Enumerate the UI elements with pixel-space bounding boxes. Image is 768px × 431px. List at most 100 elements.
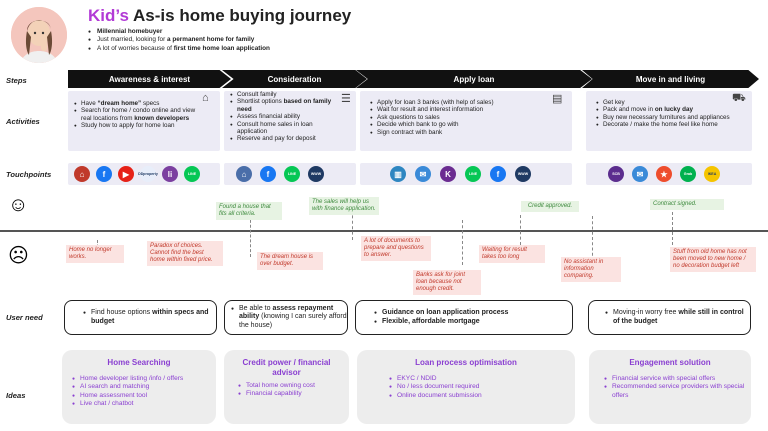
idea-title: Home Searching [107, 358, 171, 367]
persona-avatar [11, 7, 67, 63]
activity-item: Have “dream home” specs [74, 100, 196, 108]
activity-item: Consult family [230, 91, 338, 99]
lifestyle-app-icon: li [162, 166, 178, 182]
emotion-curve-segment [462, 220, 463, 265]
idea-engagement: Engagement solution Financial service wi… [589, 350, 751, 424]
persona-item: A lot of worries because of first time h… [88, 45, 270, 54]
activity-item: Ask questions to sales [370, 114, 550, 122]
email-icon: ✉ [415, 166, 431, 182]
idea-item: Online document submission [389, 392, 565, 401]
web-icon: WWW [515, 166, 531, 182]
title-highlight: Kid’s [88, 6, 129, 25]
negative-note: The dream house is over budget. [257, 252, 323, 270]
positive-note: Found a house that fits all criteria. [216, 202, 282, 220]
title-rest: As-is home buying journey [128, 6, 352, 25]
positive-note: The sales will help us with finance appl… [309, 197, 379, 215]
idea-item: Home assessment tool [72, 392, 212, 401]
negative-note: No assistant in information comparing. [561, 257, 621, 282]
bank-icon: ▥ [390, 166, 406, 182]
negative-note: Paradox of choices. Cannot find the best… [147, 241, 223, 266]
user-need-awareness: Find house options within specs and budg… [64, 300, 217, 335]
idea-item: No / less document required [389, 383, 565, 392]
user-need-item: Moving-in worry free while still in cont… [605, 309, 750, 326]
step-move-in: Move in and living [582, 70, 759, 88]
emotion-curve-segment [592, 216, 593, 261]
activity-item: Decorate / make the home feel like home [596, 121, 742, 129]
user-need-move-in: Moving-in worry free while still in cont… [588, 300, 751, 335]
row-label-user-need: User need [6, 313, 43, 322]
activity-item: Search for home / condo online and view … [74, 107, 196, 122]
line-icon: LINE [284, 166, 300, 182]
bank-app-icon: K [440, 166, 456, 182]
step-label: Apply loan [453, 74, 495, 84]
line-icon: LINE [465, 166, 481, 182]
idea-loan-process: Loan process optimisation EKYC / NDID No… [357, 350, 575, 424]
activity-item: Reserve and pay for deposit [230, 135, 338, 143]
activities-apply-loan: Apply for loan 3 banks (with help of sal… [360, 91, 572, 151]
positive-note: Credit approved. [521, 201, 579, 212]
page-title: Kid’s As-is home buying journey [88, 6, 351, 26]
user-need-item: Find house options within specs and budg… [83, 309, 216, 326]
user-need-item: Guidance on loan application process [374, 309, 508, 318]
activities-consideration: Consult family Shortlist options based o… [224, 91, 356, 151]
row-label-touchpoints: Touchpoints [6, 170, 52, 179]
negative-note: A lot of documents to prepare and questi… [361, 236, 431, 261]
step-consideration: Consideration [222, 70, 367, 88]
facebook-icon: f [96, 166, 112, 182]
emotion-curve-segment [250, 215, 251, 257]
activities-move-in: Get key Pack and move in on lucky day Bu… [586, 91, 752, 151]
activity-item: Consult home sales in loan application [230, 121, 338, 136]
row-label-ideas: Ideas [6, 391, 26, 400]
idea-item: Financial service with special offers [604, 375, 746, 384]
home-portal-icon: ⌂ [74, 166, 90, 182]
idea-item: Recommended service providers with speci… [604, 383, 746, 400]
bank-app-icon: SCB [608, 166, 624, 182]
checklist-icon: ☰ [341, 93, 351, 105]
idea-item: Home developer listing /info / offers [72, 375, 212, 384]
shopping-app-icon: ★ [656, 166, 672, 182]
happy-face-icon: ☺ [8, 194, 29, 216]
persona-item: Millennial homebuyer [88, 28, 270, 37]
activity-item: Assess financial ability [230, 113, 338, 121]
step-awareness: Awareness & interest [68, 70, 231, 88]
idea-title: Credit power / financial advisor [242, 358, 331, 377]
line-icon: LINE [184, 166, 200, 182]
idea-item: Financial capability [238, 390, 346, 399]
user-need-item: Flexible, affordable mortgage [374, 318, 508, 327]
activity-item: Wait for result and interest information [370, 106, 550, 114]
developer-site-icon: DDproperty [138, 166, 158, 182]
ikea-icon: IKEA [704, 166, 720, 182]
step-label: Consideration [267, 74, 322, 84]
step-apply-loan: Apply loan [356, 70, 592, 88]
moving-truck-icon: ⛟ [732, 92, 746, 104]
grab-icon: Grab [680, 166, 696, 182]
user-need-consideration: Be able to assess repayment ability (kno… [224, 300, 348, 335]
emotion-curve-segment [352, 210, 353, 240]
emotion-curve-segment [520, 215, 521, 245]
idea-title: Loan process optimisation [415, 358, 517, 367]
house-icon: ⌂ [202, 92, 209, 104]
activity-item: Study how to apply for home loan [74, 122, 196, 130]
persona-item: Just married, looking for a permanent ho… [88, 36, 270, 45]
negative-note: Waiting for result takes too long [479, 245, 545, 263]
web-icon: WWW [308, 166, 324, 182]
user-need-apply-loan: Guidance on loan application process Fle… [355, 300, 573, 335]
activities-awareness: Have “dream home” specs Search for home … [68, 91, 220, 151]
step-label: Move in and living [635, 74, 706, 84]
step-label: Awareness & interest [108, 74, 191, 84]
sad-face-icon: ☹ [8, 245, 29, 267]
activity-item: Decide which bank to go with [370, 121, 550, 129]
idea-home-searching: Home Searching Home developer listing /i… [62, 350, 216, 424]
activity-item: Pack and move in on lucky day [596, 106, 742, 114]
persona-description: Millennial homebuyer Just married, looki… [88, 28, 270, 53]
activity-item: Buy new necessary furnitures and applian… [596, 114, 742, 122]
house-icon: ⌂ [236, 166, 252, 182]
negative-note: Banks ask for joint loan because not eno… [413, 270, 481, 295]
row-label-activities: Activities [6, 117, 40, 126]
activity-item: Shortlist options based on family need [230, 98, 338, 113]
activity-item: Sign contract with bank [370, 129, 550, 137]
negative-note: Stuff from old home has not been moved t… [670, 247, 756, 272]
